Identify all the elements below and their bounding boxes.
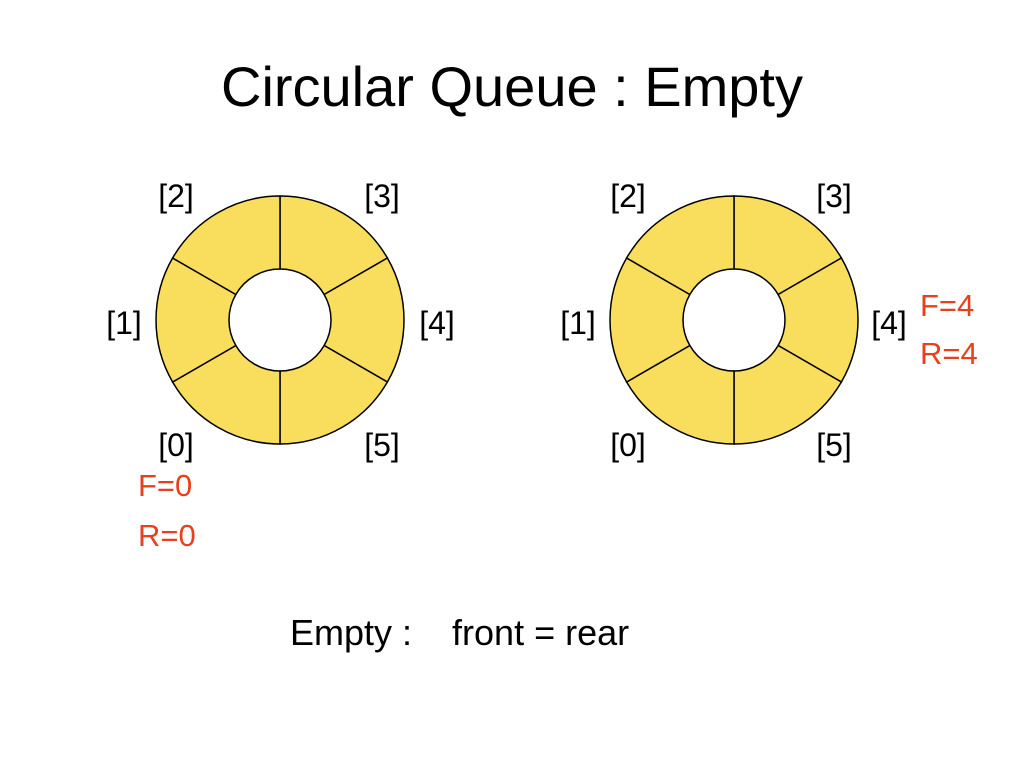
queue-slot-segment bbox=[155, 256, 237, 384]
queue-slot-segment bbox=[171, 195, 281, 296]
queue-left-index-3: [3] bbox=[364, 178, 400, 214]
queue-left-front-label: F=0 bbox=[138, 468, 192, 503]
queue-right-index-4: [4] bbox=[871, 305, 907, 341]
queue-right-ring bbox=[609, 195, 859, 445]
queue-right: [2] [3] [1] [4] [0] [5] F=4 R=4 bbox=[560, 178, 978, 463]
queue-left-index-4: [4] bbox=[419, 305, 455, 341]
queue-left-index-0: [0] bbox=[158, 427, 194, 463]
queue-slot-segment bbox=[171, 344, 281, 445]
queue-right-rear-label: R=4 bbox=[920, 336, 978, 371]
queue-right-front-label: F=4 bbox=[920, 288, 974, 323]
slide-title: Circular Queue : Empty bbox=[221, 55, 803, 118]
empty-condition-formula: front = rear bbox=[452, 612, 630, 653]
queue-right-index-1: [1] bbox=[560, 305, 596, 341]
empty-condition: Empty : front = rear bbox=[290, 610, 629, 656]
queue-left-index-2: [2] bbox=[158, 178, 194, 214]
queue-right-index-0: [0] bbox=[610, 427, 646, 463]
queue-slot-segment bbox=[279, 195, 389, 296]
queue-left-rear-label: R=0 bbox=[138, 518, 196, 553]
queue-slot-segment bbox=[625, 195, 735, 296]
empty-condition-label: Empty : bbox=[290, 612, 413, 653]
queue-left-index-5: [5] bbox=[364, 427, 400, 463]
queue-slot-segment bbox=[609, 256, 691, 384]
queue-right-index-2: [2] bbox=[610, 178, 646, 214]
queue-left-index-1: [1] bbox=[106, 305, 142, 341]
queue-left-ring bbox=[155, 195, 405, 445]
queue-slot-segment bbox=[625, 344, 735, 445]
queue-slot-segment bbox=[279, 344, 389, 445]
queue-slot-segment bbox=[733, 195, 843, 296]
queue-left: [2] [3] [1] [4] [0] [5] F=0 R=0 bbox=[106, 178, 455, 553]
queue-right-index-3: [3] bbox=[816, 178, 852, 214]
queue-right-index-5: [5] bbox=[816, 427, 852, 463]
queue-slot-segment bbox=[323, 256, 405, 384]
queue-slot-segment bbox=[733, 344, 843, 445]
queue-slot-segment bbox=[777, 256, 859, 384]
